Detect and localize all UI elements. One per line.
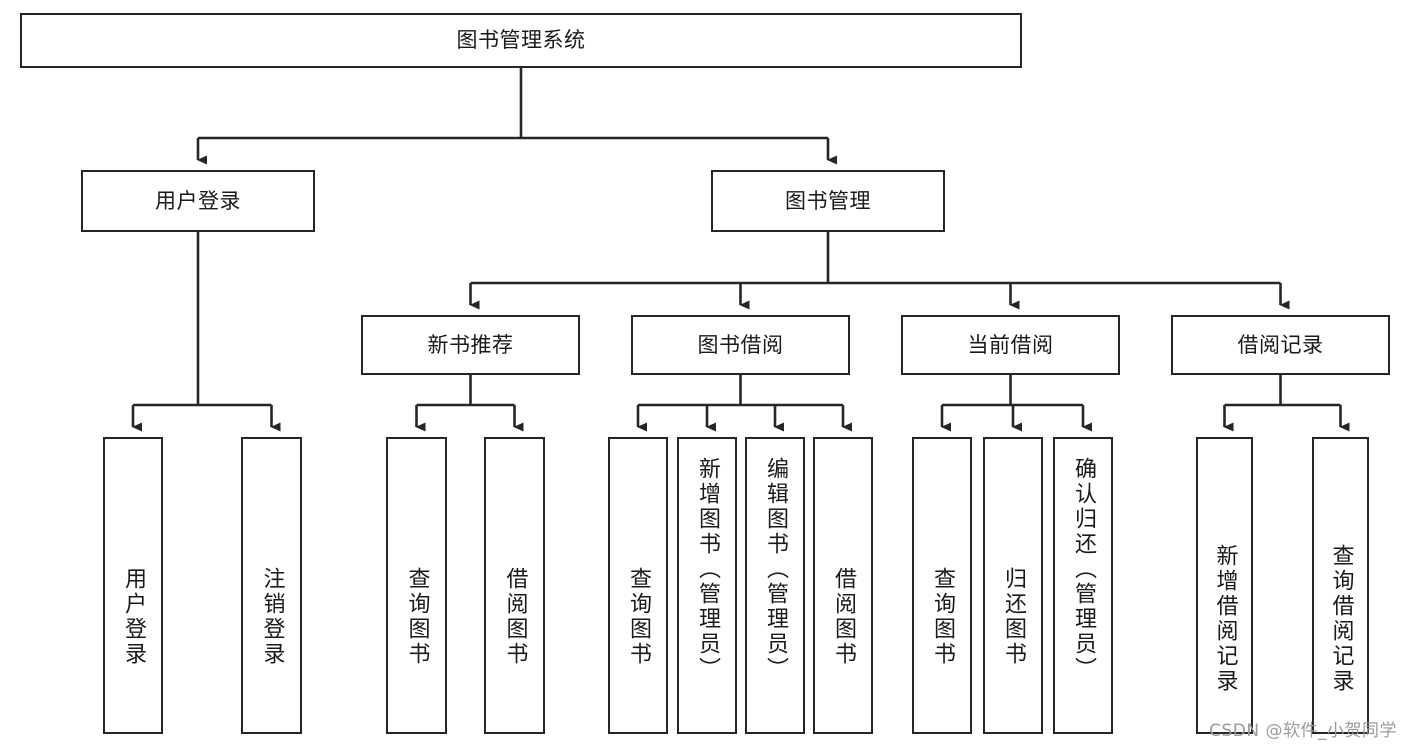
node-label: 查询图书 (625, 567, 651, 667)
node-label: 图书管理系统 (456, 28, 586, 53)
node-l_addrec[interactable]: 新增借阅记录 (1196, 437, 1253, 734)
node-l_borrow2[interactable]: 借阅图书 (813, 437, 873, 734)
watermark-text: CSDN @软件_小贺同学 (1209, 721, 1397, 741)
node-l_edit[interactable]: 编辑图书（管理员） (745, 437, 805, 734)
node-l_logout[interactable]: 注销登录 (241, 437, 302, 734)
node-label: 查询借阅记录 (1328, 544, 1354, 694)
node-l_query1[interactable]: 查询图书 (386, 437, 447, 734)
node-l_borrow1[interactable]: 借阅图书 (484, 437, 545, 734)
node-login[interactable]: 用户登录 (81, 170, 315, 232)
node-label: 借阅图书 (830, 567, 856, 667)
node-l_queryrec[interactable]: 查询借阅记录 (1312, 437, 1369, 734)
node-records[interactable]: 借阅记录 (1171, 315, 1390, 375)
node-label: 用户登录 (155, 188, 241, 213)
node-l_query3[interactable]: 查询图书 (912, 437, 972, 734)
node-label: 图书管理 (785, 188, 871, 213)
node-label: 新书推荐 (427, 332, 514, 357)
node-label: 查询图书 (929, 567, 955, 667)
node-l_login[interactable]: 用户登录 (103, 437, 163, 734)
node-label: 新增图书（管理员） (694, 457, 720, 682)
node-borrow[interactable]: 图书借阅 (631, 315, 850, 375)
node-root[interactable]: 图书管理系统 (20, 13, 1022, 68)
node-label: 当前借阅 (967, 332, 1054, 357)
node-l_add[interactable]: 新增图书（管理员） (677, 437, 737, 734)
node-label: 借阅记录 (1237, 332, 1324, 357)
node-label: 注销登录 (259, 567, 285, 667)
node-bookmgmt[interactable]: 图书管理 (711, 170, 945, 232)
node-label: 确认归还（管理员） (1070, 457, 1096, 682)
node-l_return[interactable]: 归还图书 (983, 437, 1043, 734)
node-label: 借阅图书 (502, 567, 528, 667)
node-l_confirm[interactable]: 确认归还（管理员） (1053, 437, 1113, 734)
node-label: 归还图书 (1000, 567, 1026, 667)
node-label: 用户登录 (120, 567, 146, 667)
node-current[interactable]: 当前借阅 (901, 315, 1120, 375)
node-newbook[interactable]: 新书推荐 (361, 315, 580, 375)
node-label: 新增借阅记录 (1212, 544, 1238, 694)
node-l_query2[interactable]: 查询图书 (608, 437, 668, 734)
node-label: 查询图书 (404, 567, 430, 667)
node-label: 编辑图书（管理员） (762, 457, 788, 682)
node-label: 图书借阅 (697, 332, 784, 357)
